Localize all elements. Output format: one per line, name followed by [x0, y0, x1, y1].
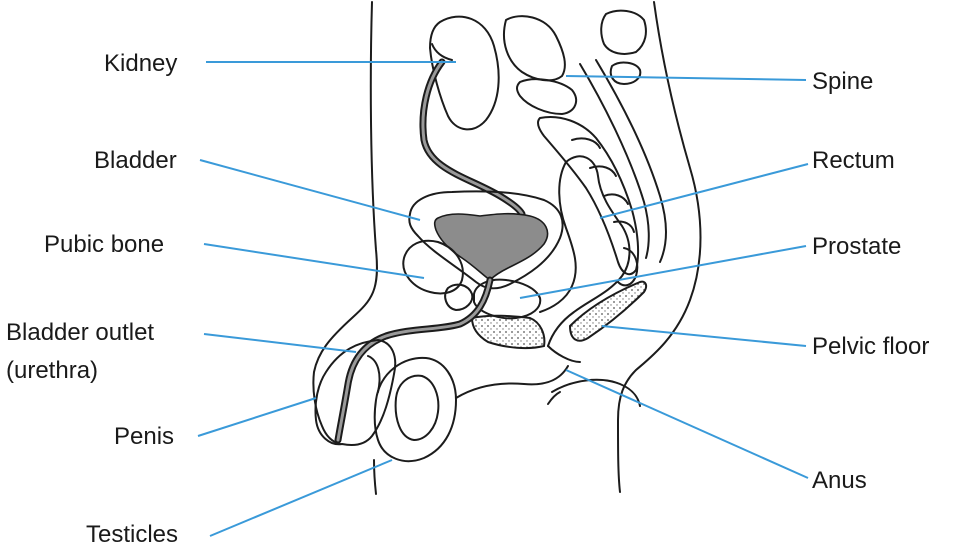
leader-pubic-bone [204, 244, 424, 278]
leader-bladder [200, 160, 420, 220]
kidney-shape [430, 17, 499, 130]
penis-inner [368, 356, 380, 392]
prostate-shape [445, 280, 540, 319]
prostate-lobe [445, 285, 472, 310]
vertebra-3 [517, 79, 576, 114]
perineum [456, 366, 568, 398]
leader-spine [566, 76, 806, 80]
label-bladder-outlet-1: Bladder outlet [6, 319, 154, 346]
label-rectum: Rectum [812, 147, 895, 174]
label-pelvic-floor: Pelvic floor [812, 333, 929, 360]
testicle-outline [396, 376, 439, 440]
sacrum-seg-1 [572, 138, 600, 148]
leader-penis [198, 398, 316, 436]
label-prostate: Prostate [812, 233, 901, 260]
leader-pelvic-floor [602, 326, 806, 346]
rectum-lower [548, 346, 580, 362]
vertebra-2 [504, 16, 565, 80]
label-spine: Spine [812, 68, 873, 95]
leader-anus [566, 370, 808, 478]
vertebra-top [601, 11, 646, 54]
leader-rectum [600, 164, 808, 218]
urethra [338, 280, 490, 440]
urethra-inner [338, 280, 490, 440]
labels: Kidney Bladder Pubic bone Bladder outlet… [6, 50, 929, 548]
kidney-outline [430, 17, 499, 130]
testicles-shape [375, 358, 568, 461]
leader-lines [198, 62, 808, 536]
label-testicles: Testicles [86, 521, 178, 548]
pelvic-floor-front [472, 316, 544, 348]
label-penis: Penis [114, 423, 174, 450]
urethra-outer [338, 280, 490, 440]
label-kidney: Kidney [104, 50, 177, 77]
label-bladder: Bladder [94, 147, 177, 174]
label-bladder-outlet-2: (urethra) [6, 357, 98, 384]
sacrum-seg-2 [590, 166, 616, 176]
kidney-hilum [432, 44, 452, 60]
bladder-lumen [435, 214, 548, 280]
leader-testicles [210, 460, 392, 536]
scrotum-outline [375, 358, 456, 461]
vertebra-disc [611, 63, 641, 84]
label-anus: Anus [812, 467, 867, 494]
back-body-wall [618, 2, 701, 492]
leg-line [374, 460, 376, 494]
bladder-shape [409, 191, 562, 288]
buttock-crease-2 [548, 392, 560, 404]
label-pubic-bone: Pubic bone [44, 231, 164, 258]
